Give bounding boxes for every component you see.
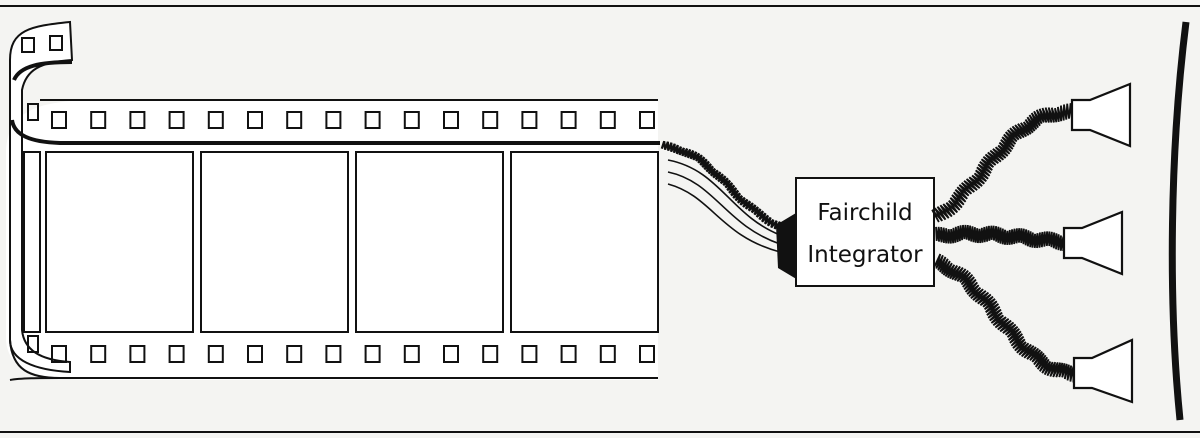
- output-signal-top: [931, 103, 1073, 223]
- perforation-bottom-7: [286, 345, 303, 363]
- output-signal-bottom: [933, 253, 1075, 383]
- film-frame-4: [510, 151, 659, 333]
- perforation-top-1: [51, 111, 67, 129]
- perforation-top-5: [207, 111, 224, 129]
- film-strip: [6, 20, 660, 381]
- perforation-row-bottom: [51, 345, 655, 363]
- perforation-bottom-2: [90, 345, 107, 363]
- speaker-bottom-horn: [1072, 338, 1134, 404]
- screen-curve: [1168, 21, 1190, 421]
- integrator-box: Fairchild Integrator: [795, 177, 935, 287]
- perforation-bottom-8: [325, 345, 342, 363]
- perforation-bottom-13: [521, 345, 538, 363]
- film-curl-back: [9, 20, 74, 374]
- perforation-top-15: [599, 111, 616, 129]
- input-wire-3: [667, 183, 781, 253]
- film-curl: [6, 100, 658, 380]
- perforation-bottom-5: [207, 345, 224, 363]
- perforation-top-10: [403, 111, 420, 129]
- film-curl-perf-1: [21, 37, 35, 53]
- perforation-bottom-14: [560, 345, 577, 363]
- output-signal-middle: [935, 224, 1065, 252]
- film-partial-frame: [23, 151, 41, 333]
- perforation-bottom-11: [443, 345, 459, 363]
- perforation-bottom-10: [403, 345, 420, 363]
- perforation-top-14: [560, 111, 577, 129]
- integrator-label-line2: Integrator: [807, 242, 923, 268]
- perforation-top-4: [168, 111, 185, 129]
- perforation-bottom-4: [168, 345, 185, 363]
- film-frames: [45, 151, 659, 333]
- speaker-middle: [1062, 210, 1124, 276]
- speaker-bottom: [1072, 338, 1134, 404]
- speaker-middle-horn: [1062, 210, 1124, 276]
- perforation-bottom-9: [364, 345, 381, 363]
- perforation-bottom-6: [247, 345, 263, 363]
- integrator-connector: [776, 213, 798, 280]
- perforation-top-6: [247, 111, 263, 129]
- film-frame-1: [45, 151, 194, 333]
- perforation-top-7: [286, 111, 303, 129]
- perforation-bottom-12: [482, 345, 499, 363]
- perforation-top-13: [521, 111, 538, 129]
- perforation-bottom-16: [639, 345, 655, 363]
- film-curl-perf-2: [49, 35, 63, 51]
- film-curl-perf-4: [27, 335, 39, 353]
- perforation-row-top: [51, 111, 655, 129]
- speaker-top: [1070, 82, 1132, 148]
- perforation-top-12: [482, 111, 499, 129]
- output-signals: [931, 103, 1075, 383]
- film-soundtrack: [10, 119, 660, 145]
- film-frame-2: [200, 151, 349, 333]
- film-curl-outline: [9, 60, 61, 379]
- perforation-top-8: [325, 111, 342, 129]
- input-wire-2: [667, 171, 781, 245]
- perforation-top-3: [129, 111, 146, 129]
- perforation-top-11: [443, 111, 459, 129]
- input-noisy-signal: [660, 140, 781, 231]
- integrator-label-line1: Fairchild: [817, 200, 912, 226]
- perforation-top-16: [639, 111, 655, 129]
- integrator-box-outline: [795, 177, 935, 287]
- input-signal-wires: [660, 140, 781, 253]
- perforation-top-2: [90, 111, 107, 129]
- speaker-top-horn: [1070, 82, 1132, 148]
- perforation-bottom-1: [51, 345, 67, 363]
- film-frame-3: [355, 151, 504, 333]
- perforation-bottom-15: [599, 345, 616, 363]
- film-curl-perf-3: [27, 103, 39, 121]
- film-curl-inner-line: [12, 60, 73, 81]
- perforation-bottom-3: [129, 345, 146, 363]
- perforation-top-9: [364, 111, 381, 129]
- input-wire-1: [667, 159, 781, 236]
